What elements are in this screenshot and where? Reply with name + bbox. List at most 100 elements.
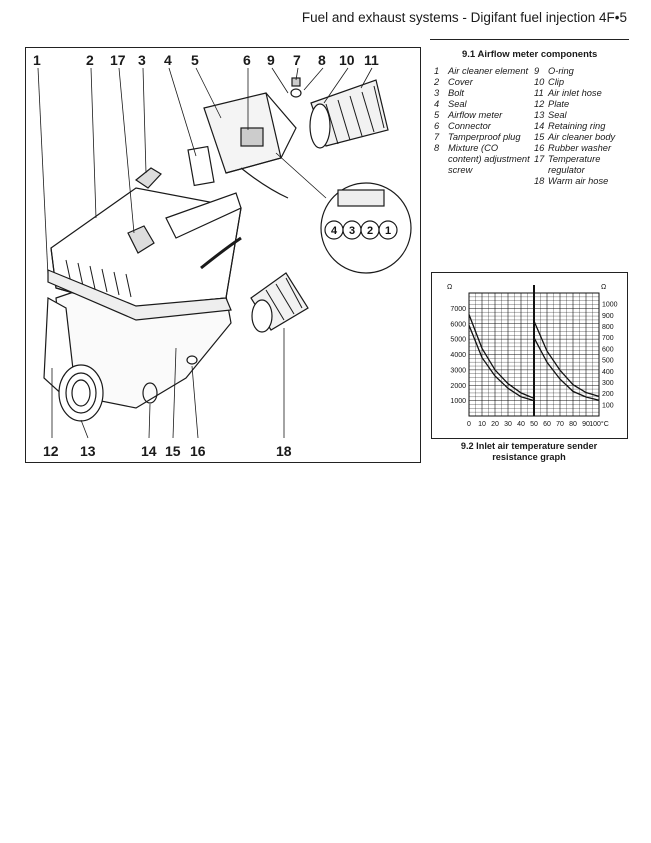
legend-label: Air cleaner element <box>448 66 529 76</box>
y-left-tick-label: 3000 <box>450 367 466 374</box>
legend-num: 14 <box>534 121 545 131</box>
x-tick-label: 90 <box>582 421 590 428</box>
x-tick-label: 10 <box>478 421 486 428</box>
x-tick-label: 50 <box>530 421 538 428</box>
callout-4: 4 <box>164 52 172 68</box>
legend-label: Airflow meter <box>448 110 503 120</box>
legend-label: Air inlet hose <box>548 88 602 98</box>
legend-item: 1 Air cleaner element <box>434 66 533 77</box>
legend-item: 4 Seal <box>434 99 533 110</box>
legend-item: 11 Air inlet hose <box>534 88 633 99</box>
legend-item: 5 Airflow meter <box>434 110 533 121</box>
legend-num: 3 <box>434 88 440 98</box>
callout-8: 8 <box>318 52 326 68</box>
exploded-diagram: 4 3 2 1 1 2 17 3 4 <box>25 47 421 463</box>
x-tick-label: 70 <box>556 421 564 428</box>
pin-1-circle <box>378 220 398 240</box>
callout-10: 10 <box>339 52 355 68</box>
y-left-tick-label: 4000 <box>450 352 466 359</box>
pin-label: 4 <box>331 225 338 237</box>
legend-item: 3 Bolt <box>434 88 533 99</box>
legend-num: 10 <box>534 77 545 87</box>
legend-num: 18 <box>534 176 545 186</box>
callout-12: 12 <box>43 443 59 459</box>
legend-num: 16 <box>534 143 545 153</box>
y-right-tick-label: 300 <box>602 380 614 387</box>
legend-num: 17 <box>534 154 545 164</box>
legend-num: 9 <box>534 66 540 76</box>
y-right-tick-label: 600 <box>602 346 614 353</box>
legend-num: 15 <box>534 132 545 142</box>
y-right-unit: Ω <box>601 284 606 291</box>
legend-num: 5 <box>434 110 440 120</box>
legend-label: Plate <box>548 99 570 109</box>
running-head: Fuel and exhaust systems - Digifant fuel… <box>301 10 627 25</box>
legend-label: Warm air hose <box>548 176 609 186</box>
legend-label: Mixture (CO content) adjustment screw <box>448 143 530 175</box>
x-tick-label: 40 <box>517 421 525 428</box>
callout-6: 6 <box>243 52 251 68</box>
legend-num: 2 <box>434 77 440 87</box>
callout-3: 3 <box>138 52 146 68</box>
x-tick-label: 0 <box>467 421 471 428</box>
x-tick-label: 30 <box>504 421 512 428</box>
callout-5: 5 <box>191 52 199 68</box>
callout-13: 13 <box>80 443 96 459</box>
legend-num: 6 <box>434 121 440 131</box>
legend-num: 4 <box>434 99 440 109</box>
y-right-tick-label: 800 <box>602 324 614 331</box>
legend-label: Seal <box>548 110 567 120</box>
legend-label: Bolt <box>448 88 465 98</box>
pin-label: 2 <box>367 225 373 237</box>
legend-label: O-ring <box>548 66 574 76</box>
y-right-tick-label: 400 <box>602 369 614 376</box>
y-left-tick-label: 7000 <box>450 306 466 313</box>
callout-2: 2 <box>86 52 94 68</box>
legend-label: Cover <box>448 77 473 87</box>
y-right-tick-label: 200 <box>602 391 614 398</box>
y-left-tick-label: 5000 <box>450 337 466 344</box>
series-left-upper-curve <box>468 314 535 399</box>
figure-9-1-caption: 9.1 Airflow meter components <box>462 49 598 60</box>
figure-9-2-caption: 9.2 Inlet air temperature sender resista… <box>440 441 618 463</box>
legend-label: Tamperproof plug <box>448 132 521 142</box>
page-header: Fuel and exhaust systems - Digifant fuel… <box>0 0 651 42</box>
x-tick-label: 100°C <box>589 420 609 428</box>
legend-num: 1 <box>434 66 440 76</box>
callout-18: 18 <box>276 443 292 459</box>
series-right-lower-curve <box>533 337 600 401</box>
legend-label: Temperature regulator <box>548 154 601 175</box>
y-left-tick-label: 6000 <box>450 321 466 328</box>
figure-9-2-caption-line1: 9.2 Inlet air temperature sender <box>460 441 598 451</box>
callout-16: 16 <box>190 443 206 459</box>
figure-9-2-caption-line2: resistance graph <box>492 452 566 462</box>
y-left-unit: Ω <box>447 284 452 291</box>
pin-label: 3 <box>349 225 355 237</box>
y-left-tick-label: 1000 <box>450 398 466 405</box>
header-rule <box>430 39 629 40</box>
legend-label: Air cleaner body <box>548 132 616 142</box>
callout-15: 15 <box>165 443 181 459</box>
y-right-tick-label: 900 <box>602 313 614 320</box>
legend-num: 11 <box>534 88 544 98</box>
legend-num: 12 <box>534 99 545 109</box>
y-right-tick-label: 700 <box>602 335 614 342</box>
callout-17: 17 <box>110 52 126 68</box>
callout-11: 11 <box>364 52 379 68</box>
callout-7: 7 <box>293 52 301 68</box>
legend-label: Seal <box>448 99 467 109</box>
legend-label: Rubber washer <box>548 143 612 153</box>
series-left-lower-curve <box>468 325 535 402</box>
